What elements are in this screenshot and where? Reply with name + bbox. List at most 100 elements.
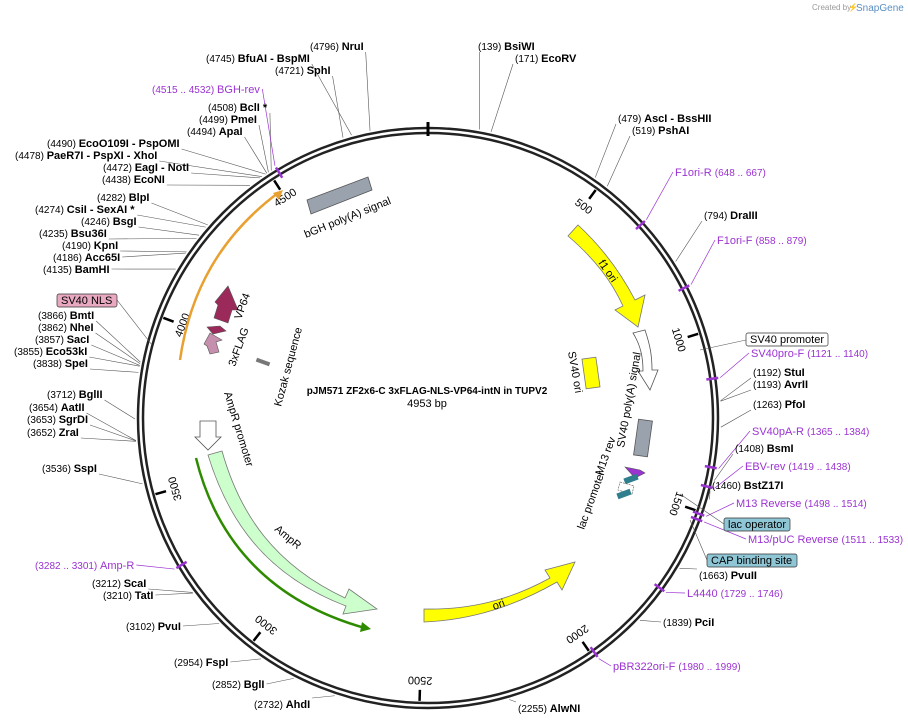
site-pvuii[interactable]: (1663) PvuII — [699, 570, 757, 582]
primer-f1ori-r[interactable]: F1ori-R (648 .. 667) — [675, 167, 766, 179]
site-bsmi[interactable]: (1408) BsmI — [735, 443, 794, 455]
ampr-promoter-feature[interactable] — [194, 420, 222, 451]
site-zrai[interactable]: (3652) ZraI — [27, 427, 79, 439]
site-pcii[interactable]: (1839) PciI — [663, 617, 714, 629]
site-bsgi[interactable]: (4246) BsgI — [81, 216, 137, 228]
site-saci[interactable]: (3857) SacI — [35, 334, 89, 346]
m13-rev-feature[interactable] — [624, 466, 646, 479]
lac-operator-box[interactable]: lac operator — [723, 517, 791, 532]
site-blpi[interactable]: (4282) BlpI — [97, 192, 149, 204]
site-paer7i[interactable]: (4478) PaeR7I - PspXI - XhoI — [15, 150, 157, 162]
credit-brand: SnapGene — [856, 3, 904, 14]
primer-pos: (1498 .. 1514) — [804, 499, 866, 510]
site-ecorv[interactable]: (171) EcoRV — [515, 53, 577, 65]
site-sep: - — [87, 204, 97, 216]
site-bamhi[interactable]: (4135) BamHI — [43, 264, 110, 276]
site-bglii[interactable]: (3712) BglII — [47, 389, 103, 401]
site-pvui[interactable]: (3102) PvuI — [126, 621, 181, 633]
leader-pshai — [606, 135, 631, 187]
ori-feature[interactable] — [423, 561, 576, 623]
tick-label-1000: 1000 — [669, 327, 688, 354]
site-bfuai[interactable]: (4745) BfuAI - BspMI — [206, 53, 310, 65]
f1-ori-feature[interactable] — [567, 224, 646, 328]
primer-pbr322ori-f[interactable]: pBR322ori-F (1980 .. 1999) — [613, 661, 741, 673]
leader-pcii — [639, 619, 662, 623]
primer-m13puc-reverse[interactable]: M13/pUC Reverse (1511 .. 1533) — [748, 534, 903, 546]
credit-prefix: Created by — [812, 3, 851, 12]
primer-name: SV40pro-F — [751, 348, 807, 360]
site-bgli[interactable]: (2852) BglI — [212, 679, 264, 691]
primer-sv40pa-r[interactable]: SV40pA-R (1365 .. 1384) — [752, 426, 869, 438]
3xflag-feature[interactable] — [206, 325, 227, 335]
site-avrii[interactable]: (1193) AvrII — [753, 379, 808, 391]
site-pos: (3102) — [126, 622, 158, 633]
site-econi[interactable]: (4438) EcoNI — [102, 174, 165, 186]
sv40-promoter-box[interactable]: SV40 promoter — [745, 332, 829, 347]
site-sspi[interactable]: (3536) SspI — [42, 463, 97, 475]
site-draiii[interactable]: (794) DraIII — [704, 210, 758, 222]
site-bstz17i[interactable]: (1460) BstZ17I — [712, 480, 783, 492]
site-sphi[interactable]: (4721) SphI — [275, 65, 331, 77]
site-spei[interactable]: (3838) SpeI — [33, 358, 88, 370]
site-name: SacI — [67, 334, 90, 346]
site-ahdi[interactable]: (2732) AhdI — [254, 699, 310, 711]
3xflag-arrow[interactable] — [203, 332, 223, 355]
primer-pos: (1121 .. 1140) — [807, 349, 868, 360]
leader-bgli — [266, 678, 294, 685]
primer-f1ori-f[interactable]: F1ori-F (858 .. 879) — [717, 235, 807, 247]
site-bcli[interactable]: (4508) BclI * — [208, 102, 268, 114]
ampr-feature[interactable] — [207, 450, 379, 615]
primer-m13-reverse[interactable]: M13 Reverse (1498 .. 1514) — [736, 498, 867, 510]
box-leader-3 — [689, 519, 708, 561]
site-nhei[interactable]: (3862) NheI — [38, 322, 94, 334]
primer-mark-m13puc-reverse — [690, 515, 703, 523]
site-pos: (4274) — [35, 205, 67, 216]
primer-amp-r[interactable]: (3282 .. 3301) Amp-R — [35, 560, 134, 572]
site-eco53ki[interactable]: (3855) Eco53kI — [14, 346, 87, 358]
site-aatii[interactable]: (3654) AatII — [29, 402, 85, 414]
site-tati[interactable]: (3210) TatI — [103, 590, 153, 602]
sv40-ori-feature[interactable] — [581, 356, 601, 390]
primer-name: BGH-rev — [217, 84, 260, 96]
site-asci[interactable]: (479) AscI - BssHII — [618, 113, 711, 125]
sv40-polya-arrow[interactable] — [632, 329, 659, 391]
site-ecoo109i[interactable]: (4490) EcoO109I - PspOMI — [47, 138, 180, 150]
site-acc65i[interactable]: (4186) Acc65I — [53, 252, 120, 264]
site-pos: (2732) — [254, 700, 286, 711]
site-bsiwi[interactable]: (139) BsiWI — [478, 41, 535, 53]
site-csii[interactable]: (4274) CsiI - SexAI * — [35, 204, 135, 216]
primer-mark-l4440 — [653, 583, 666, 593]
vp64-feature[interactable] — [213, 285, 239, 324]
site-fspi[interactable]: (2954) FspI — [174, 657, 228, 669]
site-nrui[interactable]: (4796) NruI — [310, 41, 364, 53]
site-alwni[interactable]: (2255) AlwNI — [518, 703, 580, 715]
site-bmti[interactable]: (3866) BmtI — [38, 310, 94, 322]
site-name: StuI — [784, 367, 805, 379]
primer-bgh-rev[interactable]: (4515 .. 4532) BGH-rev — [152, 84, 260, 96]
site-sgrdi[interactable]: (3653) SgrDI — [27, 414, 88, 426]
plasmid-name: pJM571 ZF2x6-C 3xFLAG-NLS-VP64-intN in T… — [307, 386, 548, 397]
site-pmei[interactable]: (4499) PmeI — [199, 114, 257, 126]
bgh-polya-feature[interactable] — [306, 176, 373, 215]
site-name: DraIII — [730, 210, 758, 222]
site-scai[interactable]: (3212) ScaI — [92, 578, 146, 590]
site-pfoi[interactable]: (1263) PfoI — [753, 399, 805, 411]
site-apai[interactable]: (4494) ApaI — [187, 126, 243, 138]
primer-l4440[interactable]: L4440 (1729 .. 1746) — [687, 588, 783, 600]
primer-sv40pro-f[interactable]: SV40pro-F (1121 .. 1140) — [751, 348, 868, 360]
site-kpni[interactable]: (4190) KpnI — [62, 240, 118, 252]
site-name: TatI — [135, 590, 154, 602]
leader-bcli — [269, 112, 272, 171]
primer-mark-bgh-rev — [274, 166, 284, 179]
primer-ebv-rev[interactable]: EBV-rev (1419 .. 1438) — [745, 461, 851, 473]
site-eagi[interactable]: (4472) EagI - NotI — [103, 162, 189, 174]
cap-binding-site-box[interactable]: CAP binding site — [706, 553, 798, 568]
site-pshai[interactable]: (519) PshAI — [632, 125, 689, 137]
tick-500 — [588, 189, 597, 200]
site-bsu36i[interactable]: (4235) Bsu36I — [39, 228, 107, 240]
sv40-ori-label: SV40 ori — [565, 350, 584, 394]
primer-pos: (4515 .. 4532) — [152, 85, 217, 96]
sv40-nls-box[interactable]: SV40 NLS — [56, 293, 118, 308]
leader-eco53ki — [89, 356, 140, 367]
site-stui[interactable]: (1192) StuI — [753, 367, 805, 379]
